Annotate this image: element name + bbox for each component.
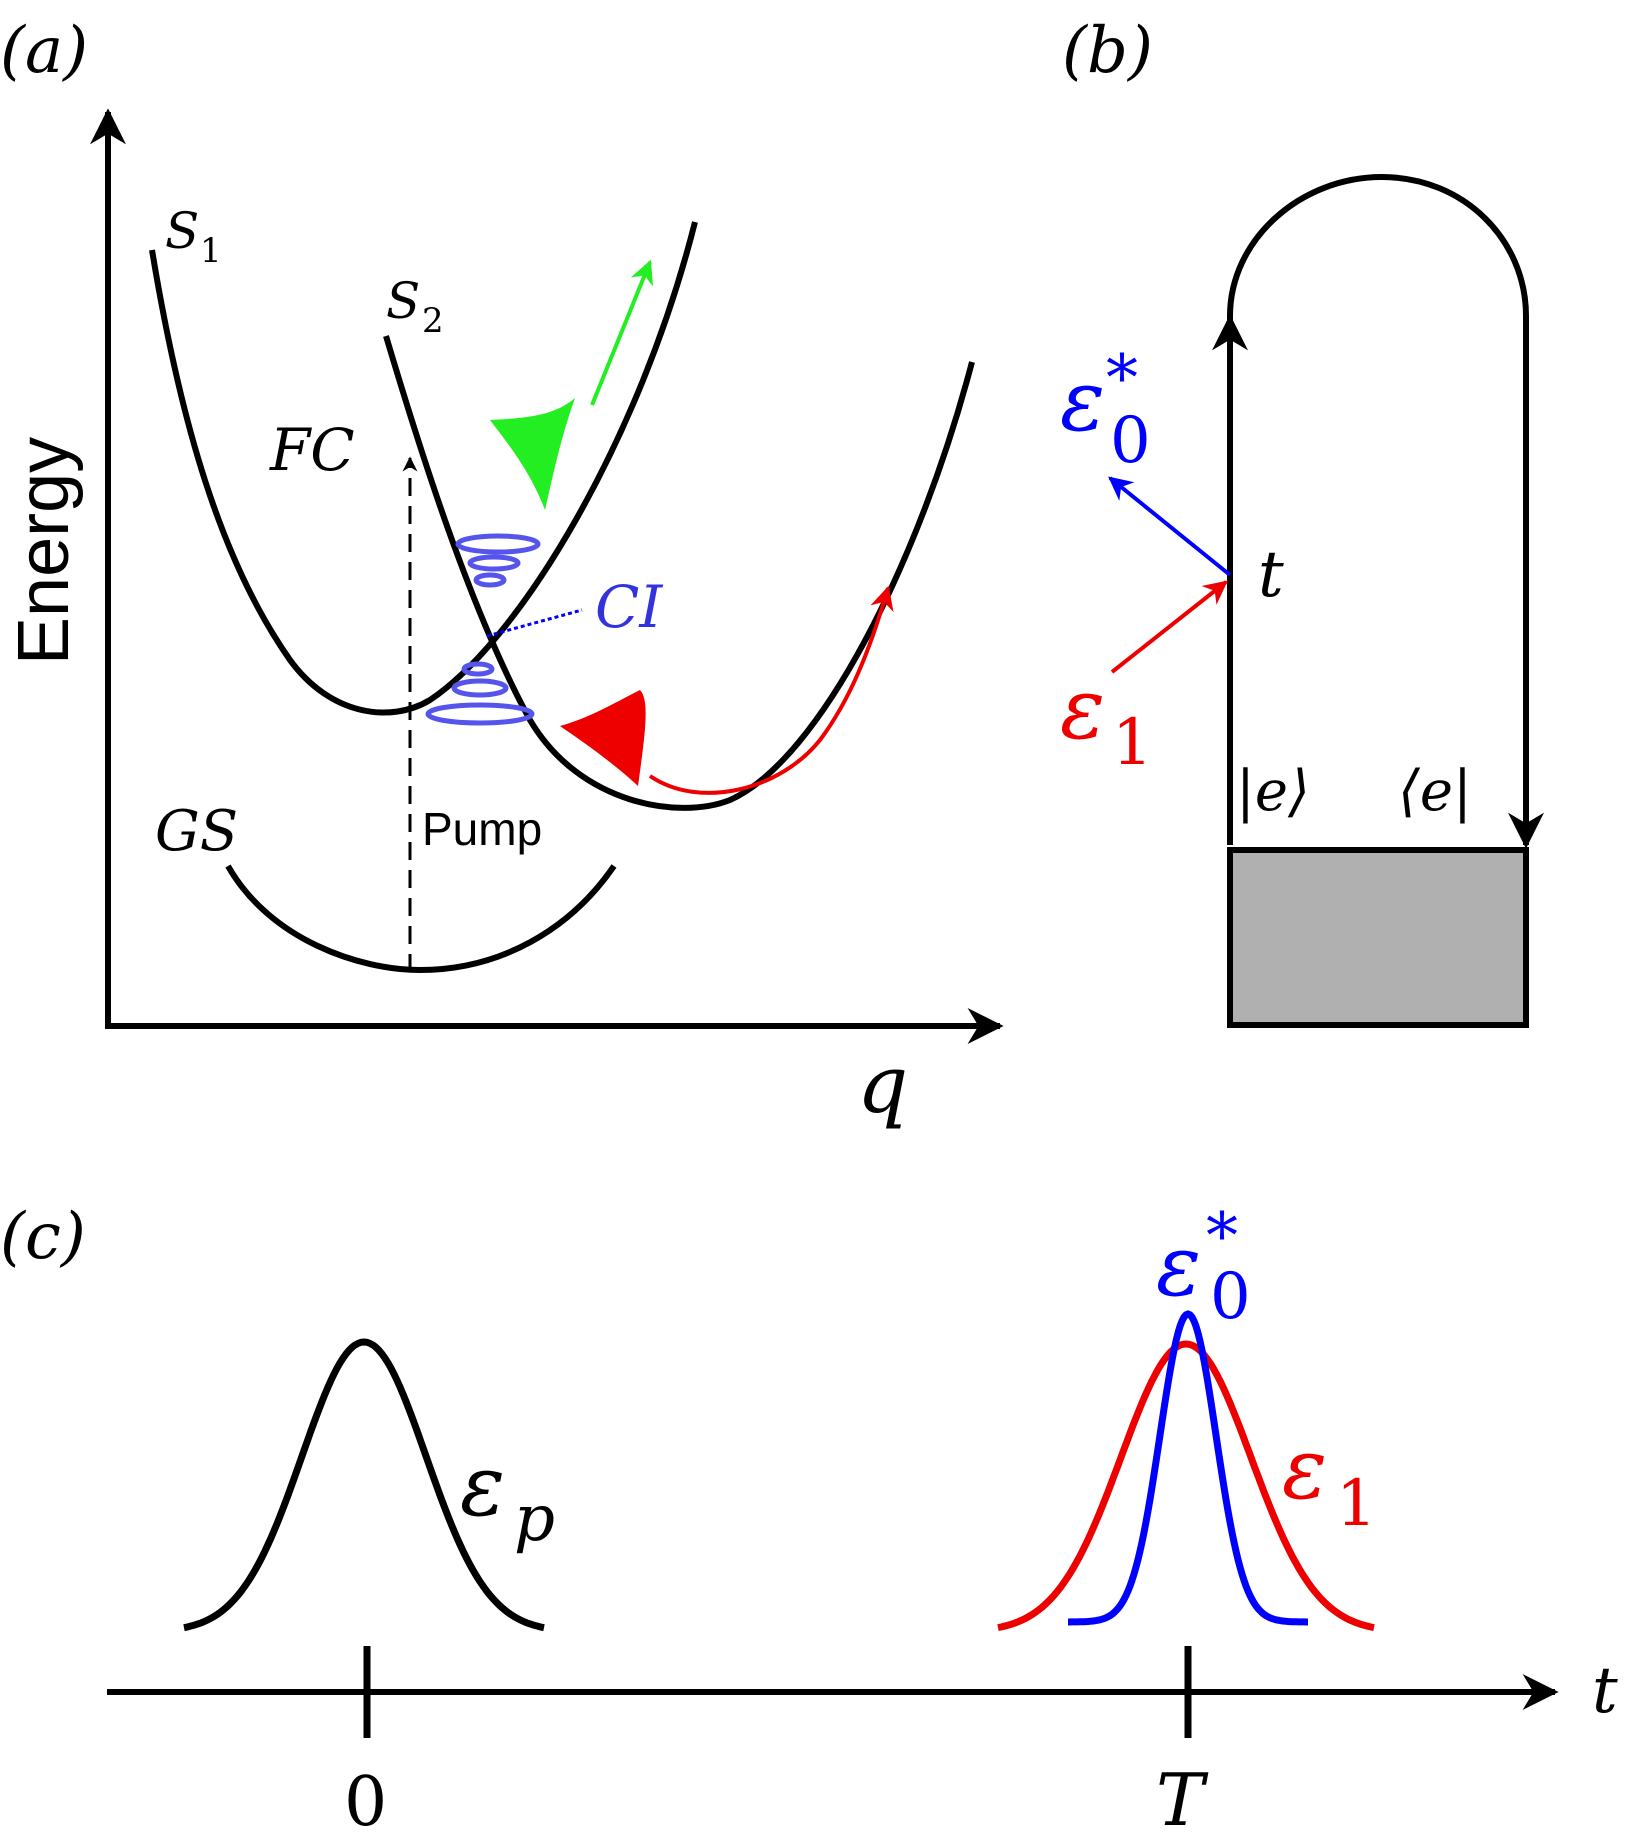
svg-text:p: p xyxy=(514,1482,555,1556)
eps0-star-label-c: ε 0 * xyxy=(1156,1200,1251,1334)
q-axis-label: q xyxy=(857,1038,908,1131)
s1-label: S 1 xyxy=(165,202,222,271)
svg-text:ε: ε xyxy=(1156,1217,1201,1315)
s2-curve xyxy=(383,335,975,811)
s2-label: S 2 xyxy=(386,272,444,341)
svg-text:1: 1 xyxy=(1336,1467,1377,1541)
eps0-star-arrow xyxy=(1108,476,1232,577)
red-path-arrow xyxy=(648,585,894,795)
ci-label: CI xyxy=(595,573,663,641)
green-path-arrow xyxy=(590,259,654,406)
eps1-arrow xyxy=(1110,580,1228,674)
eps1-pulse xyxy=(997,1340,1375,1632)
svg-text:ε: ε xyxy=(1060,660,1105,758)
panel-a-label: (a) xyxy=(0,14,88,88)
svg-text:ε: ε xyxy=(1060,352,1105,450)
svg-text:1: 1 xyxy=(200,231,222,271)
gs-label: GS xyxy=(155,799,238,864)
svg-text:ε: ε xyxy=(460,1437,505,1535)
panel-c: (c) 0 T t ε p ε 0 * ε 1 xyxy=(0,1200,1618,1832)
wavepacket-upper xyxy=(455,533,541,588)
panel-c-label: (c) xyxy=(0,1200,86,1274)
tick-t-label: T xyxy=(1156,1758,1209,1832)
ci-pointer xyxy=(486,608,583,638)
tick-zero-label: 0 xyxy=(344,1763,387,1832)
svg-text:0: 0 xyxy=(1110,404,1151,478)
eps0-star-pulse xyxy=(1068,1310,1308,1626)
svg-text:ε: ε xyxy=(1282,1420,1327,1518)
eps1-label-b: ε 1 xyxy=(1060,660,1153,780)
panel-b: (b) ε 0 * ε 1 t |e⟩ ⟨e| xyxy=(1060,14,1544,1028)
panel-a: (a) Energy q S 1 S 2 GS FC Pump xyxy=(0,14,1004,1131)
svg-text:*: * xyxy=(1206,1200,1238,1274)
t-axis-label: t xyxy=(1592,1654,1618,1728)
pump-pulse xyxy=(183,1338,545,1632)
eps-p-label: ε p xyxy=(460,1437,555,1556)
green-probe-pulse xyxy=(490,398,575,510)
fc-label: FC xyxy=(269,416,355,484)
density-matrix-box xyxy=(1227,847,1529,1028)
bra-label: ⟨e| xyxy=(1398,759,1472,824)
keldysh-contour xyxy=(1227,173,1529,845)
wavepacket-lower xyxy=(425,661,535,726)
pump-label: Pump xyxy=(422,803,542,855)
svg-text:*: * xyxy=(1106,342,1138,416)
eps0-star-label-b: ε 0 * xyxy=(1060,342,1151,478)
svg-text:0: 0 xyxy=(1210,1260,1251,1334)
eps1-label-c: ε 1 xyxy=(1282,1420,1377,1541)
s1-curve xyxy=(149,221,698,716)
t-label-b: t xyxy=(1258,538,1284,612)
svg-text:S: S xyxy=(165,202,199,260)
energy-axis-label: Energy xyxy=(4,437,84,665)
gs-curve xyxy=(225,864,617,974)
svg-text:1: 1 xyxy=(1112,706,1153,780)
red-probe-pulse xyxy=(560,690,646,786)
svg-text:S: S xyxy=(386,272,420,330)
svg-text:2: 2 xyxy=(422,301,444,341)
panel-b-label: (b) xyxy=(1062,14,1153,88)
ket-label: |e⟩ xyxy=(1236,759,1310,824)
